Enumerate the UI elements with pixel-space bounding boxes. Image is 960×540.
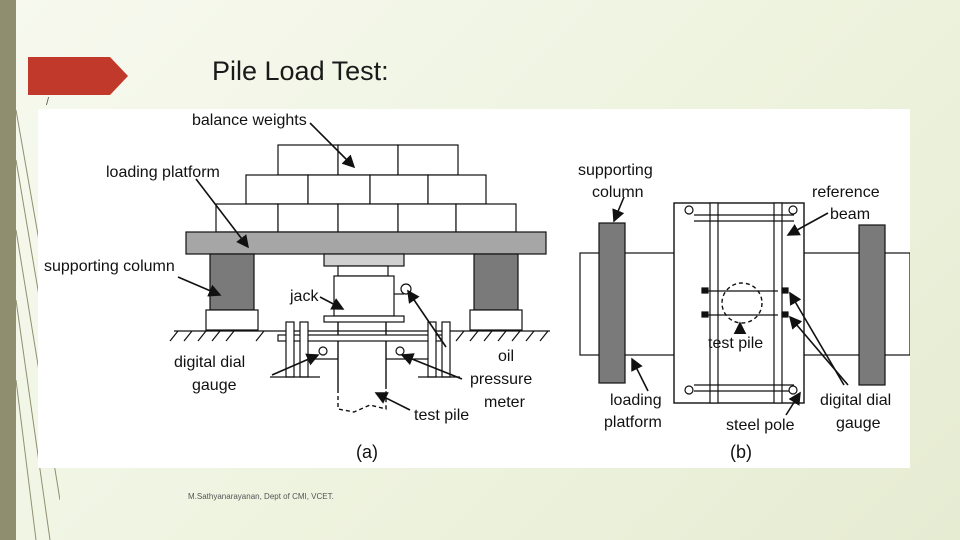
label-digital-dial-gauge-a-line2: gauge bbox=[192, 377, 237, 394]
test-pile-a bbox=[337, 322, 387, 413]
label-test-pile-b: test pile bbox=[708, 335, 763, 352]
title-arrow-shape bbox=[28, 57, 128, 95]
dial-gauges-b bbox=[701, 287, 789, 318]
diagram-svg: balance weights loading platform support… bbox=[44, 112, 910, 462]
panel-a: balance weights loading platform support… bbox=[44, 112, 550, 462]
stray-mark: / bbox=[46, 96, 50, 108]
caption-a: (a) bbox=[356, 442, 378, 462]
jack bbox=[323, 253, 412, 323]
supporting-column-b-left bbox=[598, 222, 626, 384]
label-steel-pole: steel pole bbox=[726, 417, 795, 434]
label-jack: jack bbox=[289, 288, 319, 305]
label-supporting-column-b-line2: column bbox=[592, 184, 644, 201]
pile-load-test-diagram: balance weights loading platform support… bbox=[38, 109, 910, 468]
left-stripe bbox=[0, 0, 16, 540]
label-digital-dial-gauge-b-line1: digital dial bbox=[820, 392, 891, 409]
panel-b: supporting column reference beam test pi… bbox=[578, 162, 910, 462]
slide-title: Pile Load Test: bbox=[212, 56, 389, 86]
label-supporting-column-b-line1: supporting bbox=[578, 162, 653, 179]
leader-arrows-b bbox=[612, 196, 849, 416]
label-test-pile-a: test pile bbox=[414, 407, 469, 424]
label-loading-platform-b-line2: platform bbox=[604, 414, 662, 431]
label-oil-line1: oil bbox=[498, 348, 514, 365]
label-digital-dial-gauge-a-line1: digital dial bbox=[174, 354, 245, 371]
label-reference-beam-line2: beam bbox=[830, 206, 870, 223]
caption-b: (b) bbox=[730, 442, 752, 462]
label-loading-platform-b-line1: loading bbox=[610, 392, 662, 409]
leader-arrows-a bbox=[177, 122, 463, 411]
label-digital-dial-gauge-b-line2: gauge bbox=[836, 415, 881, 432]
footer-credit: M.Sathyanarayanan, Dept of CMI, VCET. bbox=[188, 492, 334, 501]
supporting-column-left bbox=[209, 253, 255, 311]
reference-frame bbox=[673, 202, 805, 404]
steel-poles bbox=[684, 202, 798, 404]
supporting-column-b-right bbox=[858, 224, 886, 386]
label-oil-line2: pressure bbox=[470, 371, 532, 388]
label-balance-weights: balance weights bbox=[192, 112, 307, 129]
balance-weight-blocks bbox=[215, 144, 517, 233]
supporting-column-right bbox=[473, 253, 519, 311]
reference-beam-a bbox=[270, 321, 460, 378]
label-supporting-column-a: supporting column bbox=[44, 258, 175, 275]
label-reference-beam-line1: reference bbox=[812, 184, 880, 201]
label-loading-platform-a: loading platform bbox=[106, 164, 220, 181]
label-oil-line3: meter bbox=[484, 394, 526, 411]
